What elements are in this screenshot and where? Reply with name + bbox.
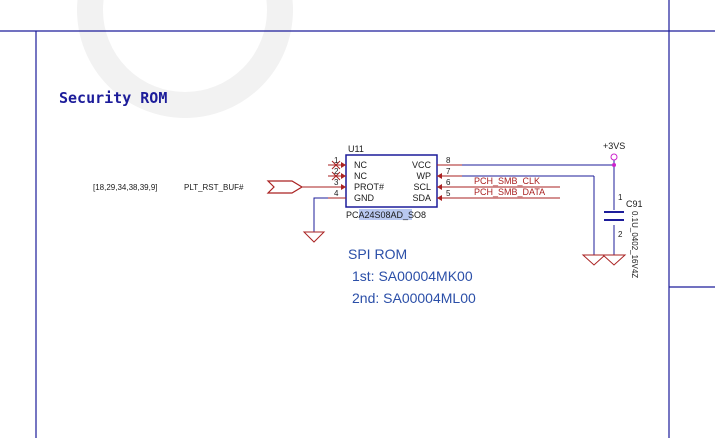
note-line1: 1st: SA00004MK00 <box>352 268 473 284</box>
power-net-label: +3VS <box>603 141 625 151</box>
chip-part-number: PCA24S08AD_SO8 <box>346 210 426 220</box>
pin-num-5: 5 <box>446 189 451 198</box>
net-label-smb-data: PCH_SMB_DATA <box>474 187 545 197</box>
spi-rom-note: SPI ROM 1st: SA00004MK00 2nd: SA00004ML0… <box>348 246 476 306</box>
pin-num-2: 2 <box>334 167 339 176</box>
part-prefix: PC <box>346 210 359 220</box>
pin-name-6: SCL <box>413 182 431 192</box>
chip-body <box>345 154 438 208</box>
power-pin-icon <box>610 153 618 161</box>
cap-value: 0.1U_0402_16V4Z <box>630 211 639 278</box>
watermark-gear-icon <box>77 0 293 118</box>
part-highlight: A24S08AD <box>359 210 404 220</box>
right-pin-arrows <box>437 173 442 201</box>
wire-power-rail <box>462 160 615 255</box>
pin-num-6: 6 <box>446 178 451 187</box>
wire-gnd-chip <box>313 197 328 232</box>
pin-name-5: SDA <box>412 193 431 203</box>
pin-name-2: NC <box>354 171 367 181</box>
note-line2: 2nd: SA00004ML00 <box>352 290 476 306</box>
cap-pin2: 2 <box>618 230 623 239</box>
ground-symbol-icon <box>302 231 326 243</box>
no-connect-marks <box>331 160 341 181</box>
cap-pin1: 1 <box>618 193 623 202</box>
left-pin-arrows <box>341 162 346 190</box>
capacitor-c91[interactable]: 1 2 C91 0.1U_0402_16V4Z <box>604 193 643 278</box>
part-highlight-box <box>359 209 412 220</box>
pin-num-4: 4 <box>334 189 339 198</box>
pin-num-8: 8 <box>446 156 451 165</box>
pin-num-7: 7 <box>446 167 451 176</box>
net-label-smb-clk: PCH_SMB_CLK <box>474 176 540 186</box>
reset-net-name: PLT_RST_BUF# <box>184 183 244 192</box>
part-suffix: _SO8 <box>402 210 426 220</box>
ground-symbol-cap-icon <box>601 254 627 266</box>
chip-ref: U11 <box>348 144 364 154</box>
chip-u11[interactable]: U11 PCA24S08AD_SO8 NC NC PROT# GND VCC W… <box>328 144 462 220</box>
section-title: Security ROM <box>59 89 167 107</box>
reset-net-refs: [18,29,34,38,39,9] <box>93 183 158 192</box>
pin-name-3: PROT# <box>354 182 384 192</box>
cap-ref: C91 <box>626 199 643 209</box>
pin-name-1: NC <box>354 160 367 170</box>
pin-num-3: 3 <box>334 178 339 187</box>
pin-name-4: GND <box>354 193 375 203</box>
junction-dot <box>612 163 616 167</box>
wire-wp <box>462 175 595 255</box>
ground-symbol-wp-icon <box>581 254 607 266</box>
offpage-connector-icon[interactable] <box>266 180 304 194</box>
pin-num-1: 1 <box>334 156 339 165</box>
note-title: SPI ROM <box>348 246 407 262</box>
pin-name-8: VCC <box>412 160 432 170</box>
pin-name-7: WP <box>417 171 432 181</box>
